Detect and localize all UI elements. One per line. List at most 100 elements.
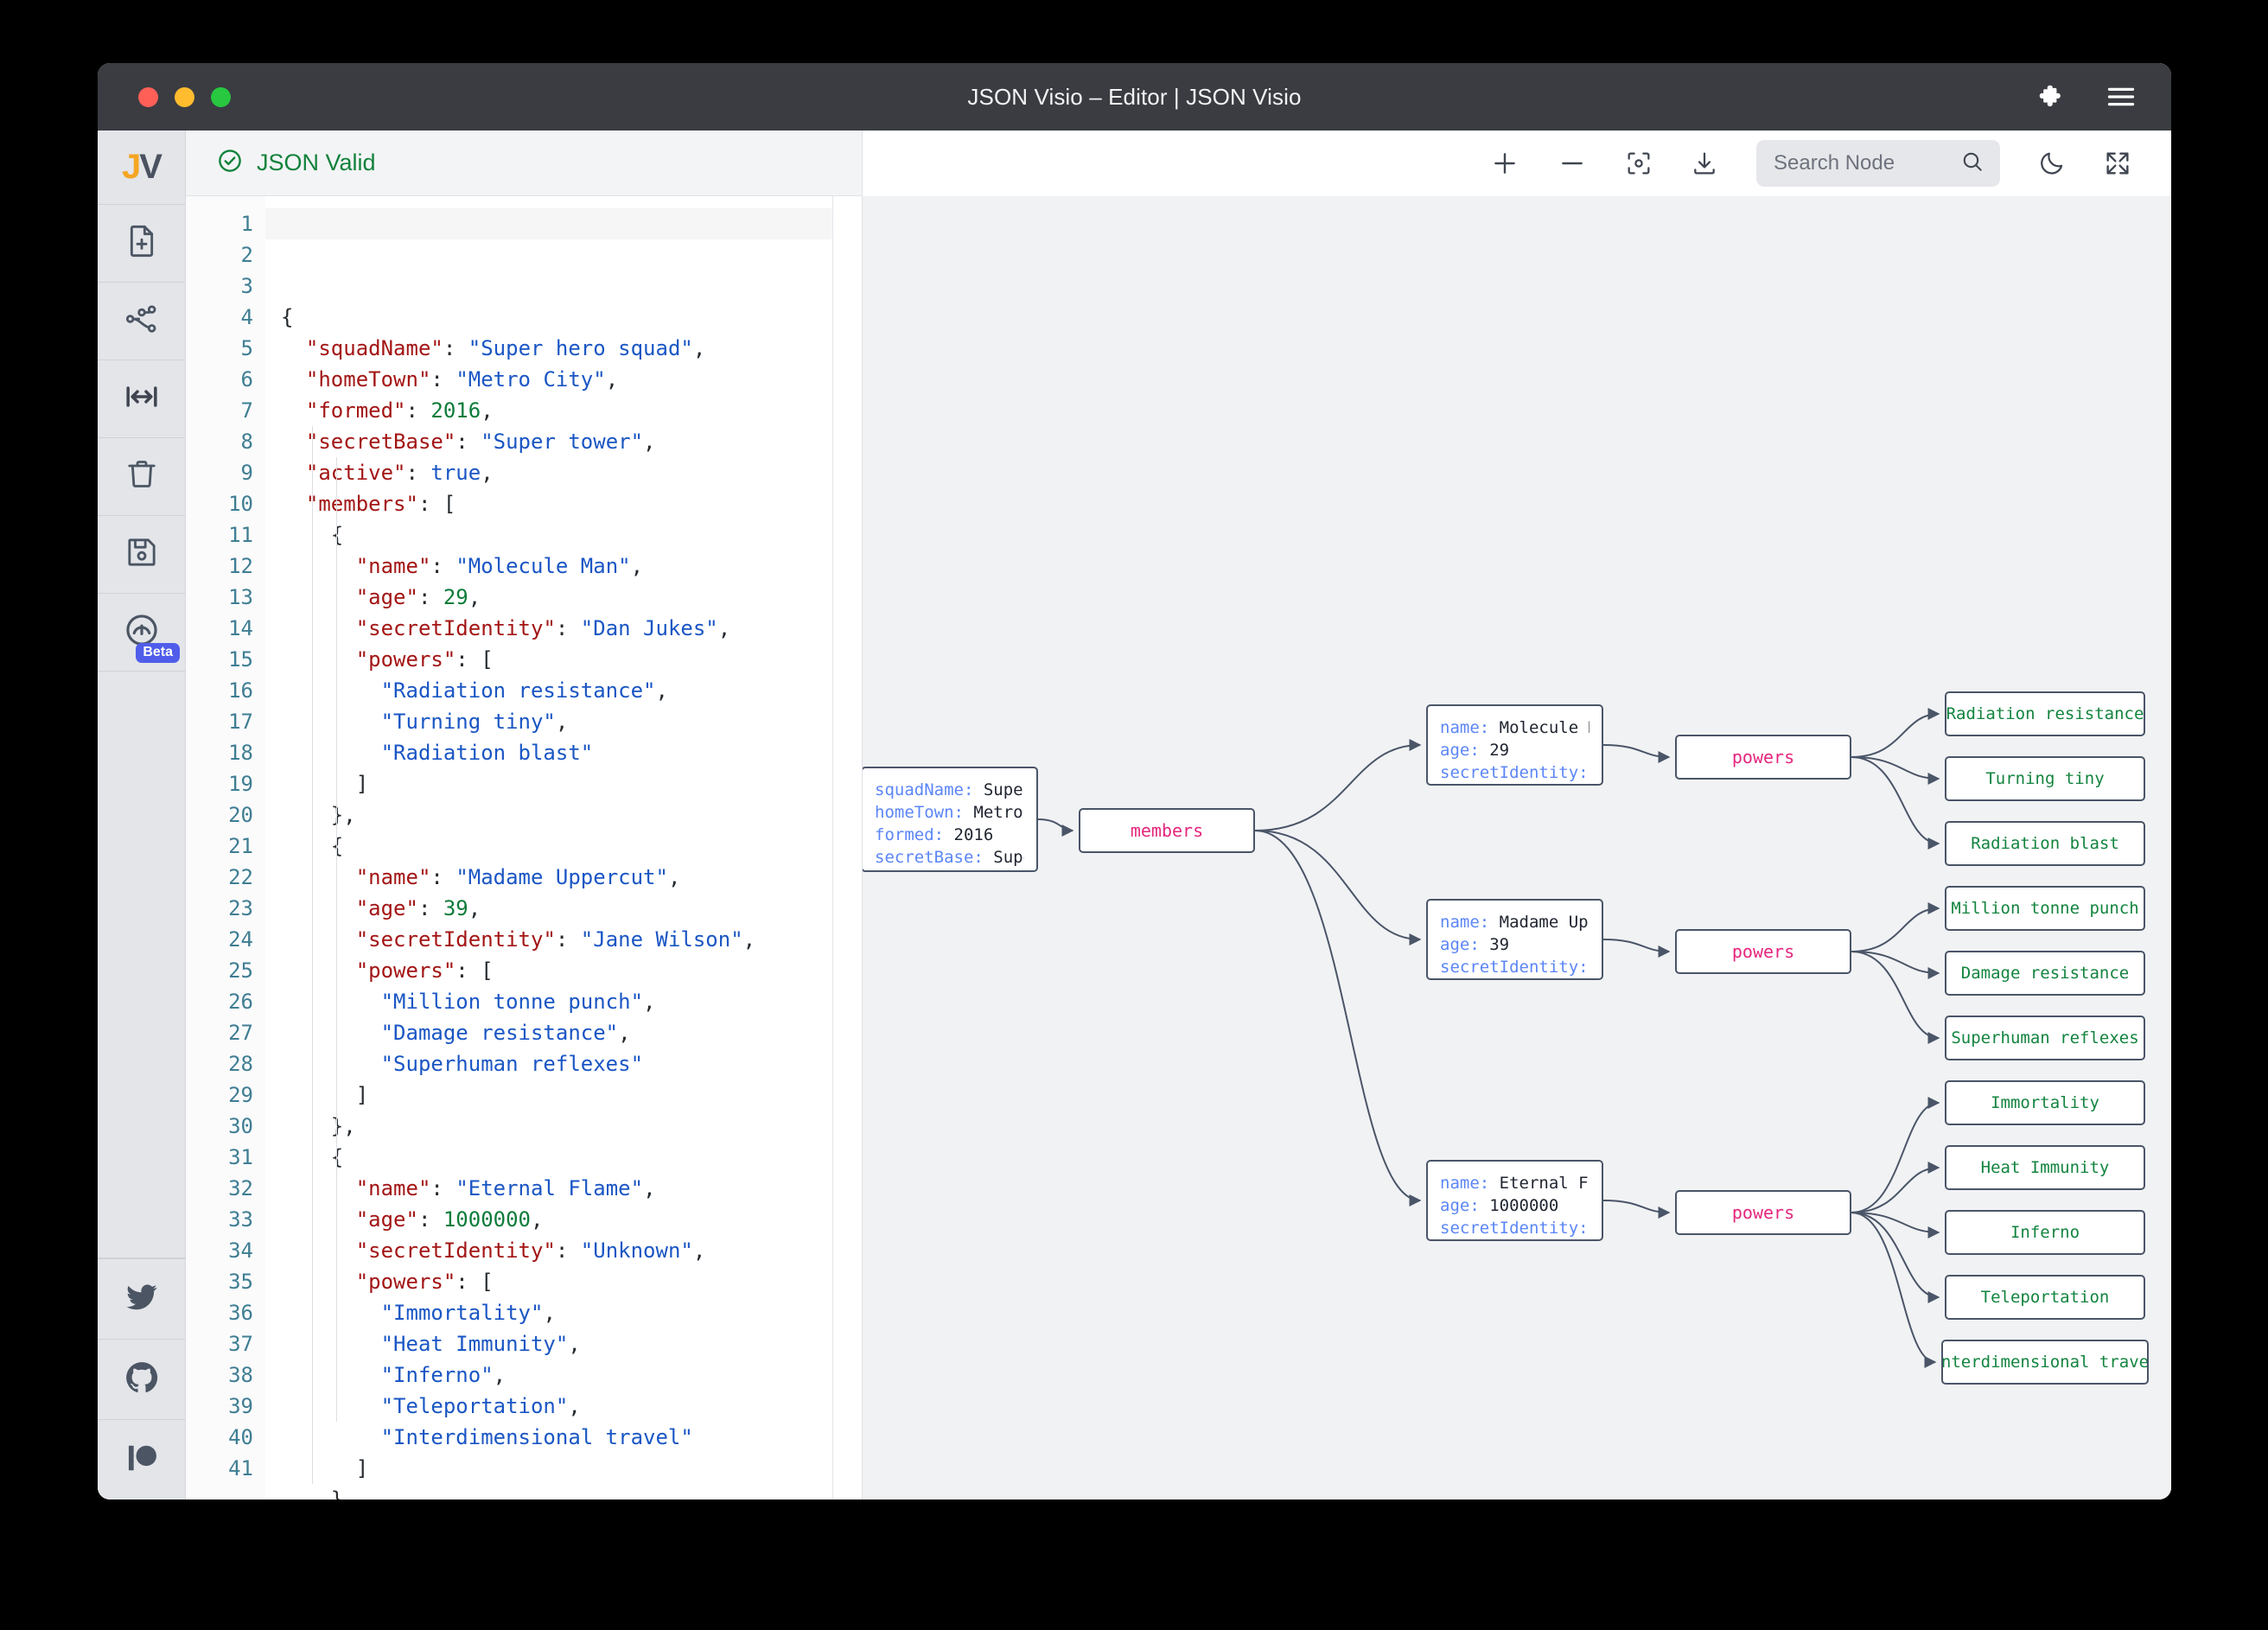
puzzle-icon[interactable] <box>2038 83 2066 111</box>
code-line[interactable]: ] <box>355 1456 369 1480</box>
node-parent-label: members <box>1130 820 1204 841</box>
graph-node-root[interactable]: squadName: Super hero…homeTown: Metro Ci… <box>863 767 1038 872</box>
code-line[interactable]: "Heat Immunity", <box>380 1332 581 1356</box>
code-line[interactable]: "Radiation resistance", <box>380 678 668 703</box>
code-line[interactable]: "Interdimensional travel" <box>380 1425 693 1449</box>
line-number: 17 <box>228 710 253 734</box>
graph-edges <box>1037 708 1940 1368</box>
maximize-window-button[interactable] <box>211 86 231 107</box>
sidebar-item-expand-width[interactable] <box>98 360 185 438</box>
graph-node-member[interactable]: name: Molecule Manage: 29secretIdentity:… <box>1426 704 1603 786</box>
editor-scrollbar[interactable] <box>832 196 862 1499</box>
node-property-key: name: <box>1440 718 1500 737</box>
line-number: 33 <box>228 1207 253 1232</box>
sidebar-item-clear[interactable] <box>98 438 185 516</box>
graph-node-leaf[interactable]: Teleportation <box>1945 1275 2145 1320</box>
code-line[interactable]: { <box>330 834 344 858</box>
code-line[interactable]: "formed": 2016, <box>305 398 494 423</box>
code-line[interactable]: "secretBase": "Super tower", <box>305 430 656 454</box>
sidebar-item-patreon[interactable] <box>98 1419 185 1499</box>
code-line[interactable]: }, <box>330 1114 356 1138</box>
sidebar-item-new-document[interactable] <box>98 205 185 283</box>
graph-node-member[interactable]: name: Eternal Flameage: 1000000secretIde… <box>1426 1160 1603 1241</box>
sidebar-item-share-graph[interactable] <box>98 283 185 360</box>
minimize-window-button[interactable] <box>175 86 194 107</box>
code-line[interactable]: "name": "Eternal Flame", <box>355 1176 656 1200</box>
code-line[interactable]: "members": [ <box>305 492 456 516</box>
graph-node-powers[interactable]: powers <box>1675 1190 1851 1235</box>
download-icon[interactable] <box>1691 150 1718 177</box>
graph-node-leaf[interactable]: Interdimensional travel <box>1941 1340 2149 1385</box>
code-line[interactable]: }, <box>330 803 356 827</box>
graph-node-leaf[interactable]: Superhuman reflexes <box>1945 1016 2145 1060</box>
code-line[interactable]: "Turning tiny", <box>380 710 569 734</box>
code-line[interactable]: "Damage resistance", <box>380 1021 631 1045</box>
graph-node-leaf[interactable]: Inferno <box>1945 1210 2145 1255</box>
graph-node-leaf[interactable]: Damage resistance <box>1945 951 2145 996</box>
code-line[interactable]: "name": "Molecule Man", <box>355 554 644 578</box>
line-number: 28 <box>228 1052 253 1076</box>
code-line[interactable]: "Superhuman reflexes" <box>380 1052 644 1076</box>
code-line[interactable]: "Inferno", <box>380 1363 506 1387</box>
graph-node-leaf[interactable]: Turning tiny <box>1945 756 2145 801</box>
node-property-key: active: <box>875 870 954 872</box>
code-line[interactable]: { <box>330 1145 344 1169</box>
code-line[interactable]: "secretIdentity": "Unknown", <box>355 1238 706 1263</box>
expand-fullscreen-icon[interactable] <box>2104 150 2131 177</box>
code-line[interactable]: "homeTown": "Metro City", <box>305 367 619 392</box>
code-line[interactable]: "age": 1000000, <box>355 1207 544 1232</box>
code-line[interactable]: "age": 29, <box>355 585 481 609</box>
app-logo[interactable]: JV <box>98 131 185 205</box>
graph-node-leaf[interactable]: Heat Immunity <box>1945 1145 2145 1190</box>
zoom-out-button[interactable] <box>1558 149 1587 178</box>
graph-node-powers[interactable]: powers <box>1675 735 1851 780</box>
code-line[interactable]: { <box>330 523 344 547</box>
code-line[interactable]: "Million tonne punch", <box>380 990 656 1014</box>
code-line[interactable]: "secretIdentity": "Dan Jukes", <box>355 616 731 640</box>
code-line[interactable]: "Immortality", <box>380 1301 556 1325</box>
code-line[interactable]: "powers": [ <box>355 1270 494 1294</box>
search-input[interactable] <box>1774 151 1952 175</box>
graph-node-members[interactable]: members <box>1079 808 1255 853</box>
line-number: 2 <box>240 243 253 267</box>
close-window-button[interactable] <box>138 86 158 107</box>
code-line[interactable]: "Radiation blast" <box>380 741 594 765</box>
code-content[interactable]: { "squadName": "Super hero squad", "home… <box>265 196 862 1499</box>
graph-node-powers[interactable]: powers <box>1675 929 1851 974</box>
graph-node-leaf[interactable]: Million tonne punch <box>1945 886 2145 931</box>
search-icon[interactable] <box>1960 150 1984 178</box>
line-number: 5 <box>240 336 253 360</box>
code-line[interactable]: } <box>330 1487 344 1499</box>
graph-node-leaf[interactable]: Radiation resistance <box>1945 691 2145 736</box>
code-line[interactable]: "secretIdentity": "Jane Wilson", <box>355 927 756 952</box>
sidebar-item-save[interactable] <box>98 516 185 594</box>
code-line[interactable]: { <box>281 305 294 329</box>
share-nodes-icon <box>124 302 159 341</box>
code-line[interactable]: ] <box>355 772 369 796</box>
code-line[interactable]: "active": true, <box>305 461 494 485</box>
line-number: 35 <box>228 1270 253 1294</box>
search-node-box[interactable] <box>1756 140 2000 187</box>
code-line[interactable]: ] <box>355 1083 369 1107</box>
line-number: 22 <box>228 865 253 889</box>
graph-node-leaf[interactable]: Radiation blast <box>1945 821 2145 866</box>
code-line[interactable]: "powers": [ <box>355 958 494 983</box>
graph-node-member[interactable]: name: Madame Uppercutage: 39secretIdenti… <box>1426 899 1603 980</box>
graph-node-leaf[interactable]: Immortality <box>1945 1080 2145 1125</box>
code-line[interactable]: "Teleportation", <box>380 1394 581 1418</box>
sidebar-item-cloud-sync[interactable]: Beta <box>98 594 185 672</box>
hamburger-menu-icon[interactable] <box>2107 86 2135 108</box>
moon-icon[interactable] <box>2038 150 2066 177</box>
zoom-in-button[interactable] <box>1490 149 1519 178</box>
sidebar-item-github[interactable] <box>98 1339 185 1419</box>
code-line[interactable]: "age": 39, <box>355 896 481 920</box>
code-line[interactable]: "name": "Madame Uppercut", <box>355 865 681 889</box>
code-line[interactable]: "powers": [ <box>355 647 494 672</box>
graph-canvas[interactable]: squadName: Super hero…homeTown: Metro Ci… <box>863 196 2171 1499</box>
focus-center-icon[interactable] <box>1625 150 1653 177</box>
sidebar-item-twitter[interactable] <box>98 1258 185 1339</box>
node-property-value: Super hero… <box>983 780 1024 799</box>
node-property-key: name: <box>1440 913 1500 932</box>
code-line[interactable]: "squadName": "Super hero squad", <box>305 336 706 360</box>
